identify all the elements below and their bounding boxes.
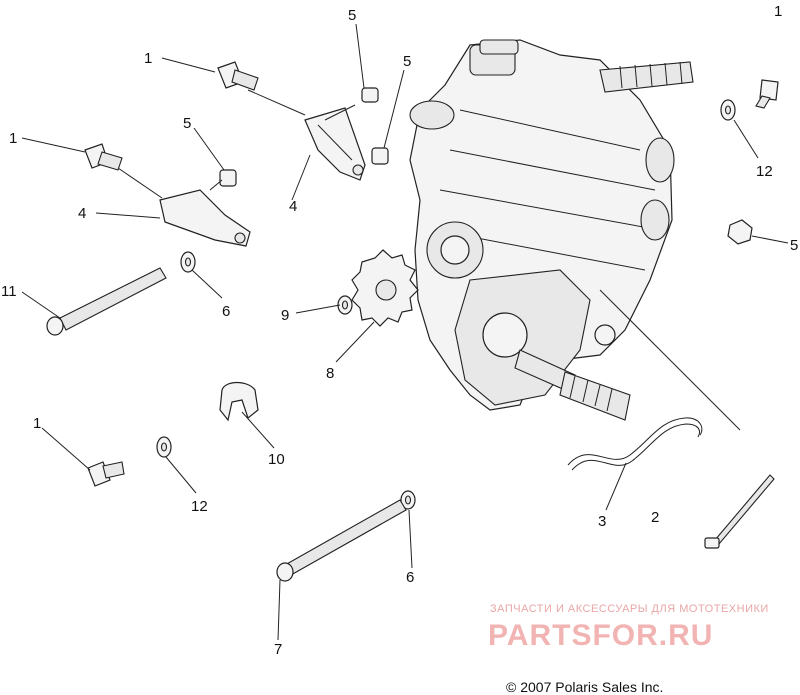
nut-right bbox=[727, 219, 753, 245]
washer-9 bbox=[337, 295, 353, 315]
watermark-tagline: ЗАПЧАСТИ И АКСЕССУАРЫ ДЛЯ МОТОТЕХНИКИ bbox=[490, 603, 769, 615]
long-bolt-lower bbox=[276, 499, 407, 582]
washer-lower bbox=[156, 436, 172, 458]
watermark: ЗАПЧАСТИ И АКСЕССУАРЫ ДЛЯ МОТОТЕХНИКИ PA… bbox=[488, 603, 769, 652]
callout-4-lower: 4 bbox=[78, 205, 86, 222]
callout-1-left: 1 bbox=[9, 130, 17, 147]
callout-1-lower: 1 bbox=[33, 415, 41, 432]
cable-tie bbox=[704, 474, 775, 549]
callout-5-middle: 5 bbox=[403, 53, 411, 70]
nut-upper bbox=[361, 87, 379, 103]
clip bbox=[219, 381, 259, 422]
callout-3: 3 bbox=[598, 513, 606, 530]
callout-11: 11 bbox=[1, 283, 17, 300]
callout-10: 10 bbox=[268, 451, 285, 468]
washer-right bbox=[720, 99, 736, 121]
washer-6-upper bbox=[180, 251, 196, 273]
callout-12-right: 12 bbox=[756, 163, 773, 180]
callout-6-upper: 6 bbox=[222, 303, 230, 320]
watermark-brand: PARTSFOR.RU bbox=[488, 619, 713, 652]
bracket-upper bbox=[304, 107, 366, 181]
bolt-right bbox=[755, 79, 779, 109]
callout-5-top: 5 bbox=[348, 7, 356, 24]
nut-middle bbox=[371, 147, 389, 165]
callout-9: 9 bbox=[281, 307, 289, 324]
callout-6-lower: 6 bbox=[406, 569, 414, 586]
callout-8: 8 bbox=[326, 365, 334, 382]
sprocket bbox=[351, 249, 419, 327]
washer-6-lower bbox=[400, 490, 416, 510]
callout-5-right: 5 bbox=[790, 237, 798, 254]
callout-labels: 1 1 1 1 5 5 5 5 4 4 12 12 11 6 6 9 8 10 … bbox=[1, 3, 798, 658]
callout-7: 7 bbox=[274, 641, 282, 658]
copyright-notice: © 2007 Polaris Sales Inc. bbox=[506, 679, 663, 695]
callout-2: 2 bbox=[651, 509, 659, 526]
callout-4-upper: 4 bbox=[289, 198, 297, 215]
bracket-lower bbox=[159, 189, 251, 247]
page-number: 1 bbox=[774, 3, 782, 20]
cable bbox=[567, 417, 703, 471]
gearcase-assembly bbox=[409, 39, 694, 421]
bolt-left bbox=[84, 143, 123, 171]
callout-5-left: 5 bbox=[183, 115, 191, 132]
callout-12-lower: 12 bbox=[191, 498, 208, 515]
nut-left bbox=[219, 169, 237, 187]
bolt-lower-left bbox=[87, 461, 125, 487]
long-bolt-upper bbox=[46, 267, 167, 336]
leader-lines bbox=[21, 23, 789, 641]
callout-1-top: 1 bbox=[144, 50, 152, 67]
bolt-top bbox=[217, 61, 259, 91]
